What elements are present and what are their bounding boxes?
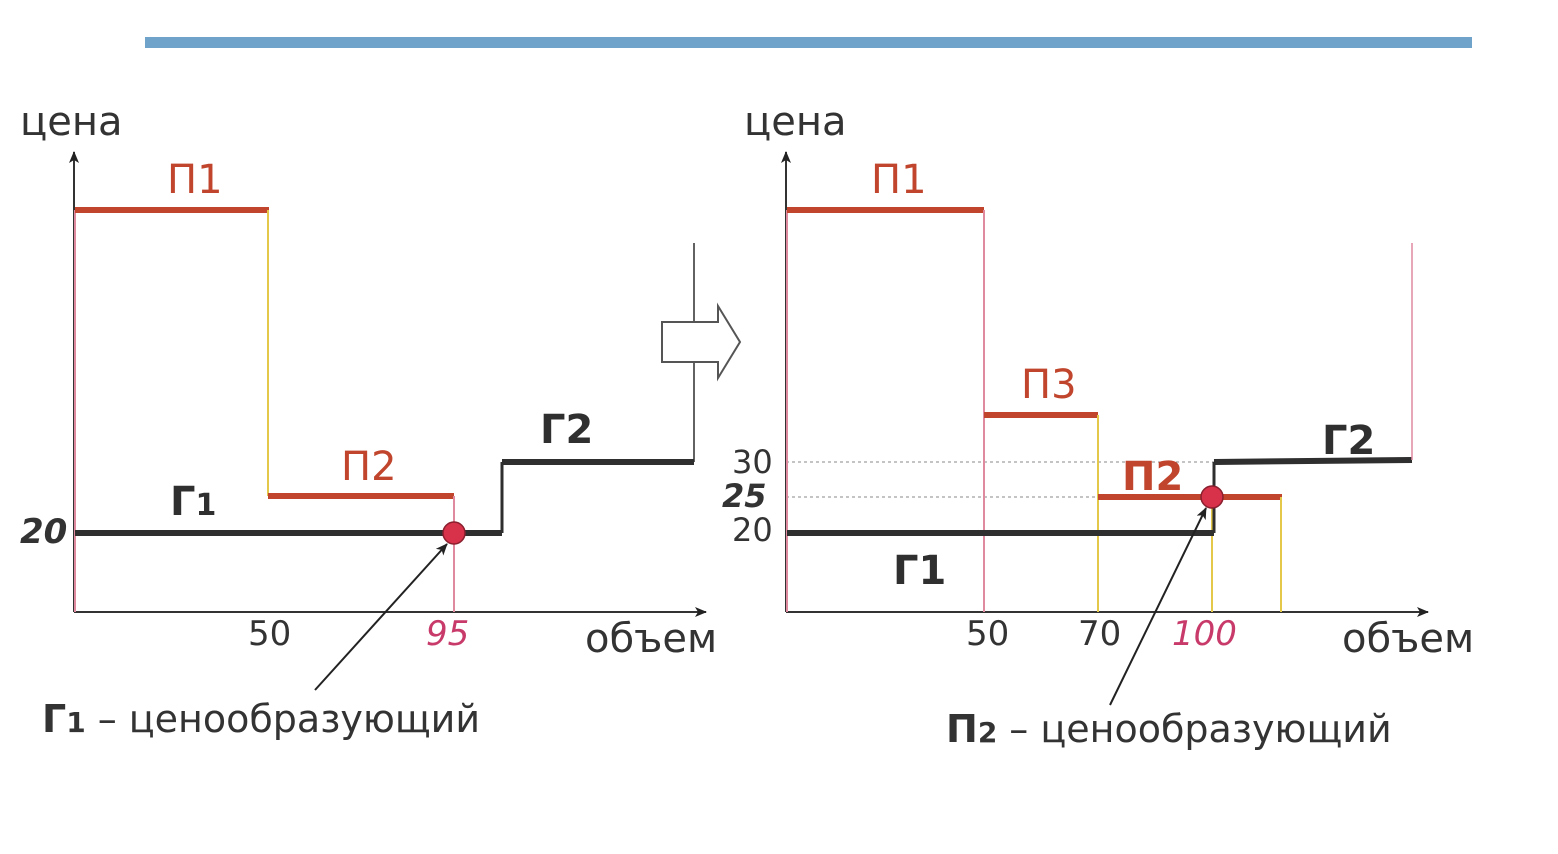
- right-x-tick-100: 100: [1172, 614, 1237, 654]
- right-seller-2-label: П2: [1122, 454, 1183, 500]
- left-axis-x-label: объем: [585, 616, 717, 662]
- right-seller-3-label: П3: [1021, 362, 1077, 408]
- left-caption: Г1– ценообразующий: [42, 697, 480, 741]
- right-x-tick-70: 70: [1078, 614, 1121, 654]
- left-buyer-2-label: Г2: [540, 407, 593, 453]
- left-x-tick-50: 50: [248, 614, 291, 654]
- right-equilibrium-point: [1200, 485, 1224, 509]
- left-equilibrium-point: [442, 521, 466, 545]
- right-y-tick-20: 20: [732, 511, 773, 549]
- right-x-tick-50: 50: [966, 614, 1009, 654]
- right-axis-x-label: объем: [1342, 616, 1474, 662]
- left-x-tick-95: 95: [426, 614, 469, 654]
- right-pointer-arrow: [1109, 507, 1207, 706]
- right-seller-1-label: П1: [871, 157, 927, 203]
- top-banner-bar: [145, 37, 1472, 48]
- left-seller-2-label: П2: [341, 444, 397, 490]
- right-axis-y-label: цена: [744, 99, 847, 145]
- right-buyer-2-line: [1213, 457, 1413, 465]
- outline-right-arrow-icon: [661, 302, 742, 382]
- left-pointer-arrow: [314, 543, 448, 691]
- right-y-tick-30: 30: [732, 443, 773, 481]
- right-caption: П2– ценообразующий: [946, 707, 1392, 751]
- right-diagram: цена объем П1 П3 П2 Г1 Г2 30 25 20 50 70…: [722, 99, 1474, 751]
- left-seller-1-label: П1: [167, 157, 223, 203]
- left-diagram: цена объем П1 П2 Г1 Г2 20 50 95 Г1– цено…: [20, 99, 717, 741]
- left-y-tick-20: 20: [20, 512, 67, 552]
- right-buyer-2-label: Г2: [1322, 418, 1375, 464]
- right-buyer-1-label: Г1: [893, 548, 946, 594]
- right-y-tick-25: 25: [722, 477, 767, 515]
- left-axis-y-label: цена: [20, 99, 123, 145]
- left-buyer-1-label: Г1: [170, 479, 216, 525]
